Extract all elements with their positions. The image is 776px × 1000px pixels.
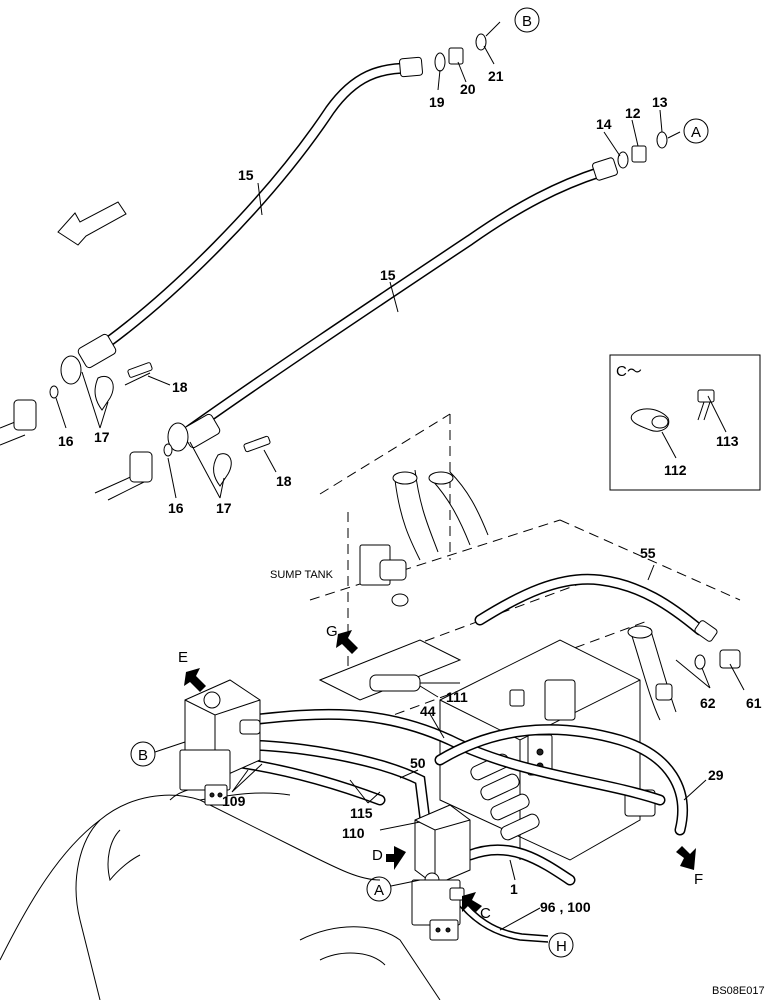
callout-15-lower: 15 — [380, 267, 396, 283]
callout-115: 115 — [350, 805, 373, 821]
svg-text:G: G — [326, 623, 338, 640]
callout-55: 55 — [640, 545, 656, 561]
leader-lines-upper — [55, 21, 681, 499]
svg-text:B: B — [138, 747, 148, 764]
hose-1 — [464, 844, 576, 886]
callout-18-upper: 18 — [172, 379, 188, 395]
leader-lines-lower — [231, 564, 745, 931]
callout-50: 50 — [410, 755, 426, 771]
callout-14: 14 — [596, 116, 612, 132]
callout-113: 113 — [716, 433, 739, 449]
callout-19: 19 — [429, 94, 445, 110]
svg-text:F: F — [694, 871, 703, 888]
detail-c-title: C～ — [616, 363, 642, 380]
arrow-f: F — [676, 846, 703, 888]
direction-arrow — [57, 201, 127, 246]
callout-96-100: 96 , 100 — [540, 899, 591, 915]
marker-b-top: B — [514, 7, 540, 33]
callout-18-lower: 18 — [276, 473, 292, 489]
callout-17-lower: 17 — [216, 500, 232, 516]
callout-110: 110 — [342, 825, 365, 841]
callout-109: 109 — [222, 793, 246, 809]
callout-16-lower: 16 — [168, 500, 184, 516]
svg-text:A: A — [374, 882, 384, 899]
marker-a-top: A — [683, 118, 709, 144]
hose-55 — [474, 573, 741, 721]
sump-tank-outline: SUMP TANK — [270, 413, 741, 721]
callout-112: 112 — [664, 462, 687, 478]
callout-15-upper: 15 — [238, 167, 254, 183]
svg-text:D: D — [372, 847, 383, 864]
document-code: BS08E017 — [712, 985, 765, 997]
svg-text:C: C — [480, 905, 491, 922]
callout-61: 61 — [746, 695, 762, 711]
callout-29: 29 — [708, 767, 724, 783]
svg-text:E: E — [178, 649, 188, 666]
callout-1: 1 — [510, 881, 518, 897]
callout-13: 13 — [652, 94, 668, 110]
valve-block-d — [411, 804, 471, 941]
callout-44: 44 — [420, 703, 436, 719]
hose-115 — [229, 756, 386, 806]
marker-b-left: B — [130, 741, 186, 767]
callout-21: 21 — [488, 68, 504, 84]
marker-a-bottom: A — [366, 876, 421, 902]
pipe-flanges — [0, 362, 271, 501]
marker-h: H — [548, 932, 574, 958]
callout-62: 62 — [700, 695, 716, 711]
hose-50 — [234, 739, 431, 826]
hose-15-upper — [60, 33, 487, 385]
hose-29 — [434, 724, 688, 836]
arrow-e: E — [178, 649, 206, 692]
callout-20: 20 — [460, 81, 476, 97]
callout-16-upper: 16 — [58, 433, 74, 449]
callout-111: 111 — [446, 689, 468, 705]
block-g — [318, 639, 525, 707]
tank-pipes — [359, 469, 489, 607]
arrow-c: C — [462, 892, 491, 922]
arrow-g: G — [326, 623, 358, 654]
sump-tank-label: SUMP TANK — [270, 569, 334, 581]
callout-12: 12 — [625, 105, 641, 121]
svg-text:A: A — [691, 124, 701, 141]
hose-44 — [244, 708, 666, 806]
valve-block-e — [179, 679, 261, 806]
detail-c-box: C～ 112 113 — [609, 354, 761, 491]
svg-text:B: B — [522, 13, 532, 30]
hose-15-lower — [167, 131, 668, 452]
callout-17-upper: 17 — [94, 429, 110, 445]
arrow-d: D — [372, 846, 406, 870]
svg-text:H: H — [556, 938, 567, 955]
